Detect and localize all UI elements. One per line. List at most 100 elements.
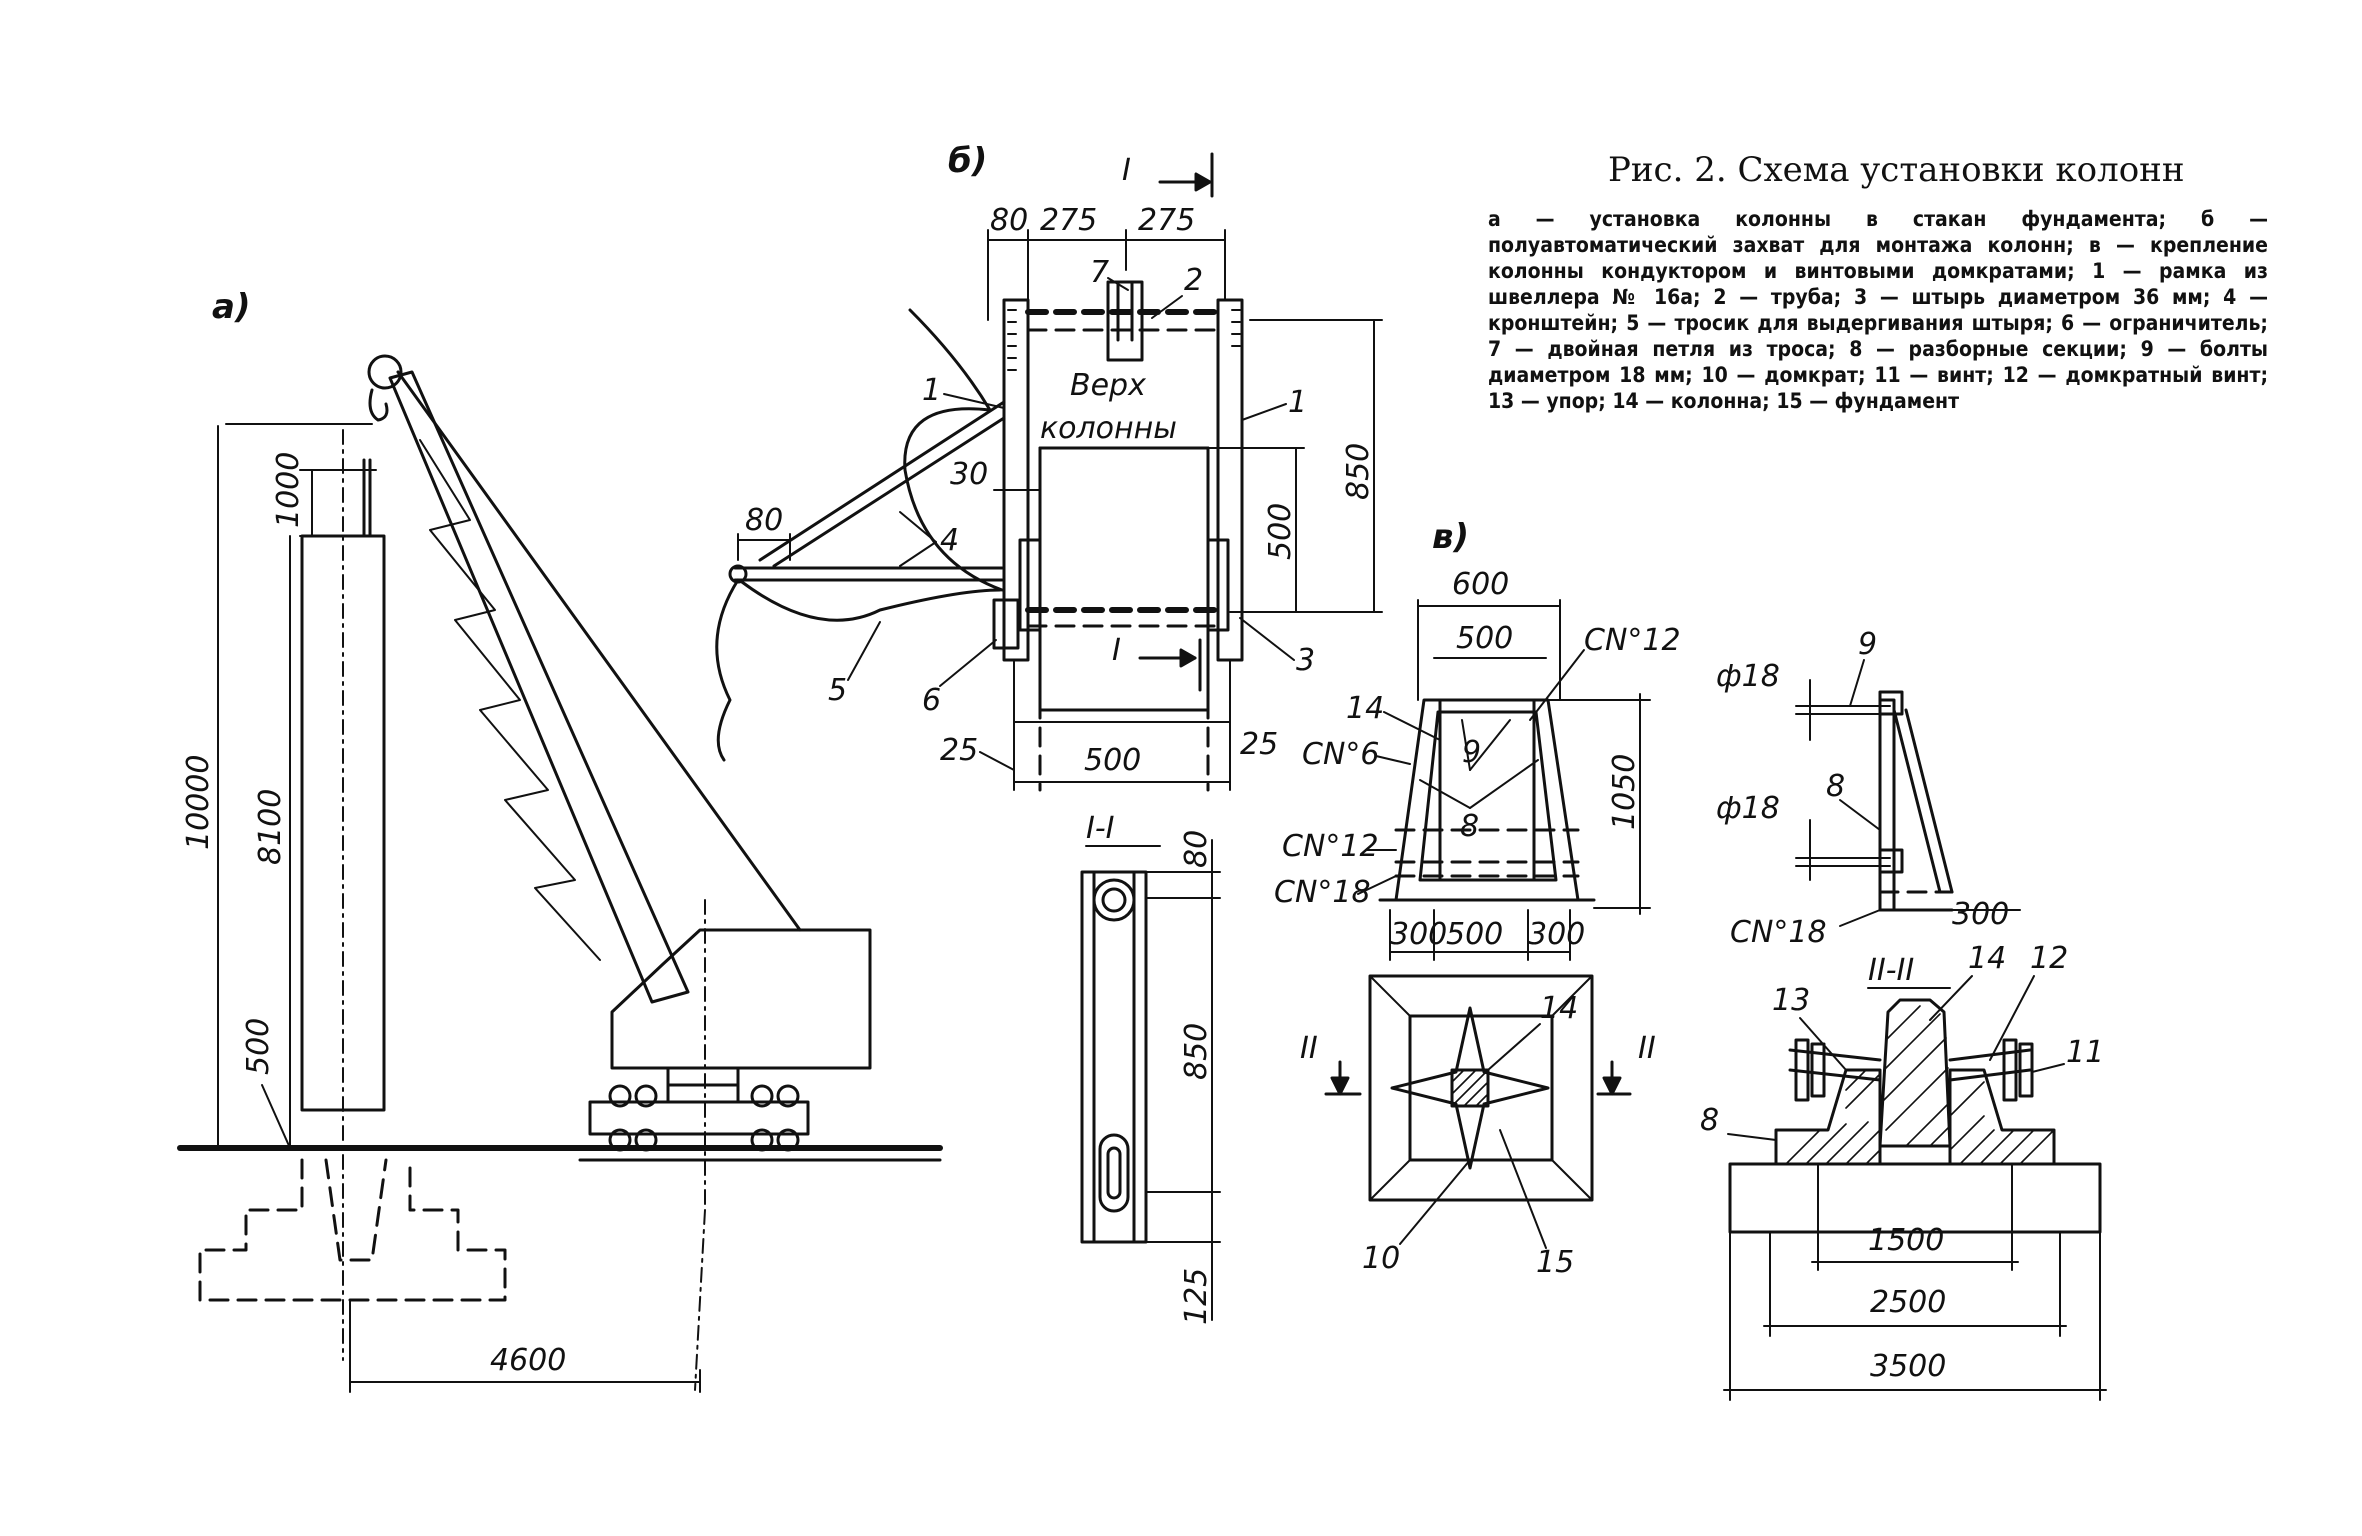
plan-jack-cross [1390, 1006, 1550, 1170]
callout-7: 7 [1090, 255, 1109, 290]
leader-cn6 [1375, 755, 1411, 765]
view-a-letter: а) [212, 287, 250, 327]
callout-14-c: 14 [1346, 691, 1384, 726]
legend-item: 15 — фундамент [1776, 389, 1960, 413]
callout-9-side: 9 [1858, 627, 1877, 662]
callout-4: 4 [940, 523, 959, 558]
jack-nut-left [1794, 1038, 1810, 1102]
channel-cn18: СN°18 [1274, 875, 1371, 910]
leader-12-ii [1989, 975, 2035, 1061]
leader-15-plan [1499, 1129, 1547, 1249]
jack-nut-right [2002, 1038, 2018, 1102]
plan-section-head-left [1330, 1076, 1350, 1096]
dim-80: 80 [990, 203, 1028, 238]
leader-1-left [943, 393, 1005, 409]
cable-loop [903, 308, 1004, 592]
callout-2: 2 [1184, 263, 1203, 298]
limiter-block [992, 598, 1020, 650]
dim-300-right: 300 [1528, 917, 1585, 952]
section-column-hatch [1883, 1005, 1951, 1147]
plan-view: II II 14 10 15 [1300, 974, 1656, 1280]
leader-10-plan [1399, 1159, 1471, 1245]
leader-8-ii [1727, 1133, 1777, 1141]
leader-cn18 [1357, 875, 1397, 895]
track-wheel [750, 1084, 774, 1108]
view-b-letter: б) [948, 141, 987, 181]
leader-cn12-top [1529, 649, 1585, 721]
side-nut-bottom [1878, 848, 1904, 874]
callout-8-side: 8 [1826, 769, 1845, 804]
jack-screw-left [1788, 1048, 1882, 1062]
callout-14-ii: 14 [1968, 941, 2006, 976]
hook-icon [368, 388, 389, 422]
legend-item: 10 — домкрат; [1701, 363, 1866, 387]
foundation-dashed [198, 1158, 507, 1302]
view-c-conductor: в) 600 500 СN°12 14 СN°6 9 8 СN°12 СN°18 [1274, 517, 1681, 961]
boom-lattice [419, 439, 601, 961]
track-frame [588, 1100, 810, 1136]
plan-section-head-right [1602, 1076, 1622, 1096]
section-ii-title: II-II [1868, 953, 1914, 988]
section-i-i: I-I 80 850 125 [1080, 811, 1221, 1325]
callout-8-ii: 8 [1700, 1103, 1719, 1138]
legend-item: 3 — штырь диаметром 36 мм; [1853, 285, 2211, 309]
hook-block [367, 354, 403, 390]
section-i-pipe-inner [1101, 887, 1127, 913]
callout-14-plan: 14 [1540, 991, 1578, 1026]
section-i-title: I-I [1086, 811, 1115, 846]
dim-300-side: 300 [1952, 897, 2009, 932]
caption-legend: а — установка колонны в стакан фундамент… [1488, 206, 2268, 414]
double-loop [1106, 280, 1144, 362]
view-b-semi-auto-grip: б) I 80 275 275 Верх колонны [715, 141, 1383, 792]
leader-500 [261, 1084, 291, 1149]
section-mark-lower: I [1112, 633, 1121, 668]
section-mark-top: I [1122, 153, 1131, 188]
legend-item: 2 — труба; [1713, 285, 1842, 309]
dim-phi18-bottom: ф18 [1716, 791, 1780, 826]
leader-5 [847, 621, 881, 681]
plan-column-hatch [1451, 1069, 1489, 1107]
dim-25-left: 25 [940, 733, 978, 768]
dim-2500: 2500 [1870, 1285, 1946, 1320]
legend-item: 11 — винт; [1874, 363, 1994, 387]
dim-500-c-bottom: 500 [1446, 917, 1503, 952]
callout-12-ii: 12 [2030, 941, 2068, 976]
dim-500: 500 [241, 1018, 276, 1075]
leader-4b [899, 541, 937, 567]
dim-80-section: 80 [1179, 830, 1214, 868]
frame-channel-left [1002, 298, 1030, 662]
section-arrowhead-top [1194, 172, 1212, 192]
plan-corner [1369, 1159, 1411, 1201]
section-arrowhead-lower [1179, 648, 1197, 668]
section-8-left [1774, 1068, 1882, 1166]
side-nut-top [1878, 690, 1904, 716]
frame-ticks-right [1231, 309, 1241, 347]
section-column [1878, 998, 1952, 1148]
channel-cn18-side: СN°18 [1730, 915, 1827, 950]
leader-3 [1239, 617, 1295, 661]
dim-500-c: 500 [1456, 621, 1513, 656]
callout-10-plan: 10 [1362, 1241, 1400, 1276]
section-i-channel [1080, 870, 1148, 1244]
section-8-right [1948, 1068, 2056, 1166]
dim-275-left: 275 [1040, 203, 1097, 238]
leader-4a [899, 511, 937, 543]
track-wheel [634, 1128, 658, 1152]
bolt-9b [1469, 719, 1511, 771]
dim-10000: 10000 [181, 755, 216, 850]
callout-1-left: 1 [922, 373, 941, 408]
track-wheel [634, 1084, 658, 1108]
legend-item: 1 — рамка из швеллера № 16а; [1488, 259, 2268, 309]
dim-300-left: 300 [1390, 917, 1447, 952]
channel-cn12-top: СN°12 [1584, 623, 1681, 658]
plan-column [1450, 1068, 1490, 1108]
legend-item: 8 — разборные секции; [1849, 337, 2127, 361]
plan-section-mark-right: II [1638, 1031, 1656, 1066]
foundation-slab [1728, 1162, 2102, 1234]
jack-nut-left-2 [1810, 1042, 1826, 1098]
dim-1000: 1000 [271, 452, 306, 528]
track-wheel [608, 1084, 632, 1108]
bracket-brace-2 [772, 416, 1006, 568]
crane-boom [388, 370, 690, 1004]
